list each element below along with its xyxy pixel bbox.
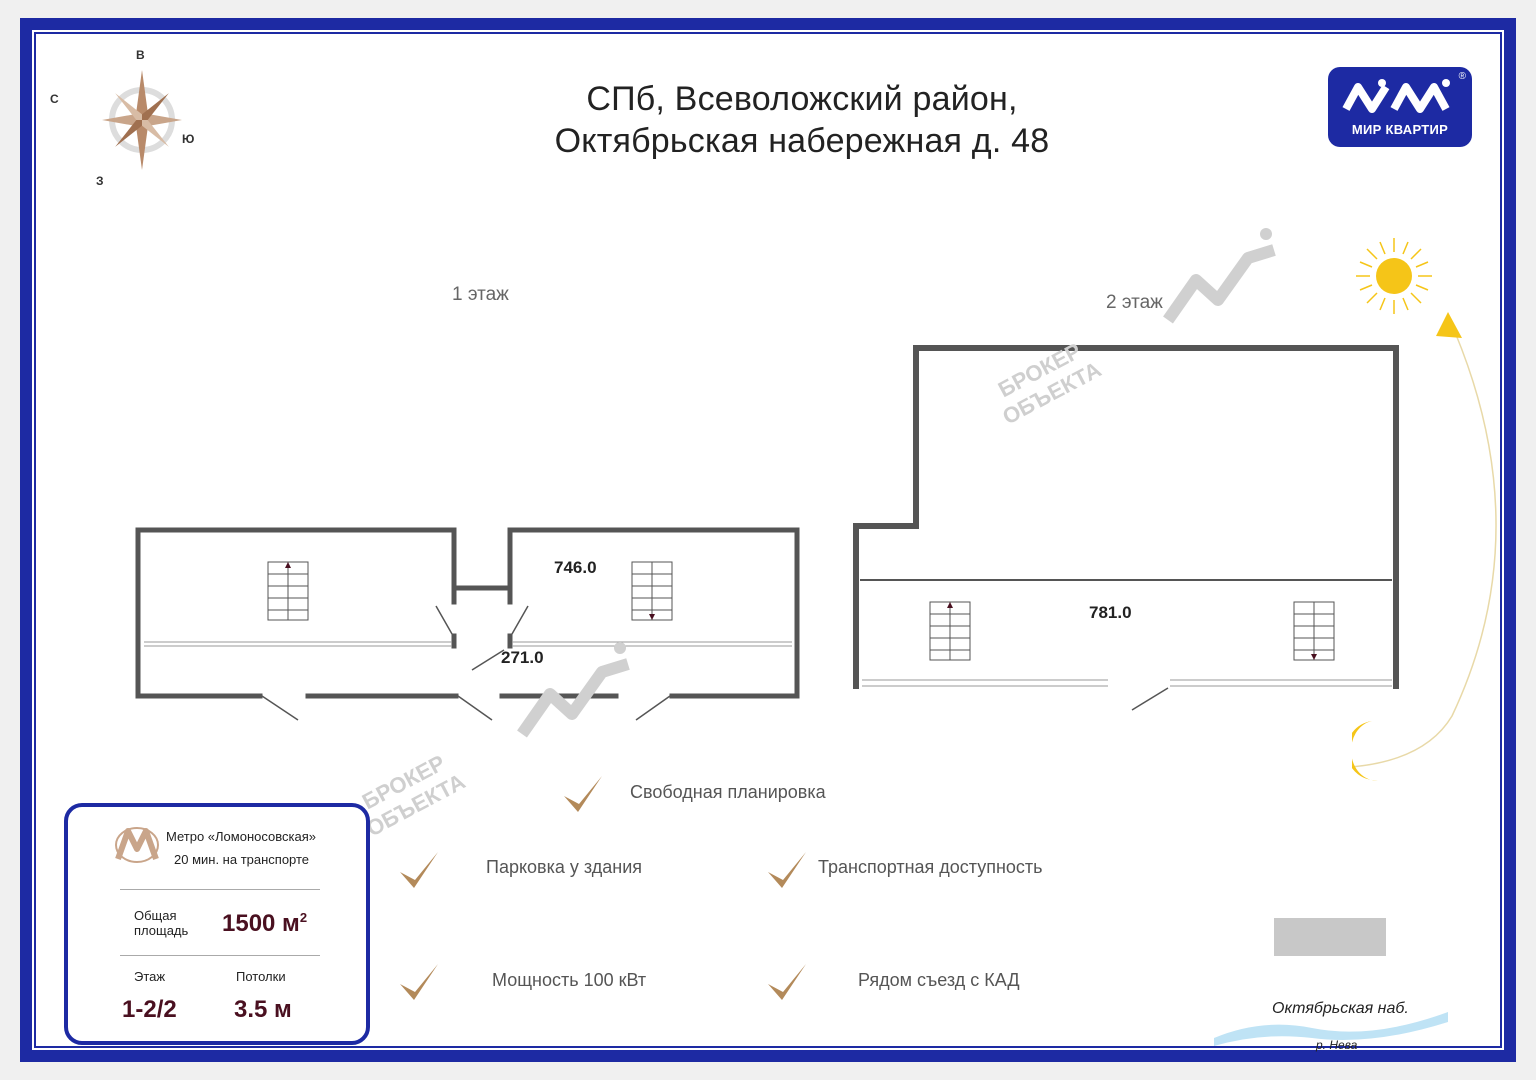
compass-rose-icon [102,70,182,170]
frame-border: СПб, Всеволожский район, Октябрьская наб… [20,18,1516,1062]
page-title: СПб, Всеволожский район, Октябрьская наб… [492,78,1112,162]
sun-moon-decoration [1352,238,1497,781]
moon-icon [1352,721,1380,781]
ceiling-label: Потолки [236,969,286,984]
title-line-1: СПб, Всеволожский район, [586,80,1018,118]
check-icon [564,776,602,812]
floor-2-label: 2 этаж [1106,292,1163,313]
watermark-logo-bottom-icon [517,642,630,738]
sun-icon [1356,238,1432,314]
floor-2-stair-right-icon [1293,601,1335,661]
floor-2-plan [853,345,1399,711]
check-icon [400,964,438,1000]
check-icon [768,964,806,1000]
floor-1-stair-right-icon [631,561,673,621]
check-icon [400,852,438,888]
floor-1-area-main: 746.0 [554,558,597,577]
brand-logo: ® МИР КВАРТИР [1328,67,1472,147]
feature-transport: Транспортная доступность [818,857,1043,877]
sun-arrow-icon [1436,312,1462,338]
info-card: Метро «Ломоносовская» 20 мин. на транспо… [64,803,370,1045]
floor-label: Этаж [134,969,166,984]
floor-1-area-hall: 271.0 [501,648,544,667]
metro-travel-time: 20 мин. на транспорте [174,852,310,867]
map-street-label: Октябрьская наб. [1272,1000,1409,1017]
feature-free-layout: Свободная планировка [630,782,826,802]
floor-1-stair-left-icon [267,561,309,621]
check-icon [768,852,806,888]
divider [120,955,320,956]
metro-icon [115,827,159,863]
floor-2-stair-left-icon [929,601,971,661]
feature-parking: Парковка у здания [486,857,643,877]
floor-1-plan [135,527,800,721]
compass-north-label: В [136,48,145,62]
compass-west-label: С [50,92,59,106]
title-line-2: Октябрьская набережная д. 48 [554,122,1050,160]
feature-kad-exit: Рядом съезд с КАД [858,970,1020,990]
ceiling-value: 3.5 м [234,996,292,1023]
floor-value: 1-2/2 [122,996,177,1023]
watermark-logo-top-icon [1163,228,1276,324]
compass-south-label: З [96,174,104,188]
divider [120,889,320,890]
floor-2-area: 781.0 [1089,603,1132,622]
total-area-value: 1500 м2 [222,910,308,937]
logo-mark-icon [1342,79,1450,113]
plan-sheet: СПб, Всеволожский район, Октябрьская наб… [32,30,1504,1052]
building-marker [1274,918,1386,956]
map-river-label: р. Нева [1316,1038,1358,1052]
metro-station: Метро «Ломоносовская» [166,829,316,844]
compass-east-label: Ю [182,132,195,146]
logo-registered-mark: ® [1458,71,1466,82]
river-shape [1214,1012,1448,1046]
floor-1-label: 1 этаж [452,284,509,305]
logo-text: МИР КВАРТИР [1351,122,1449,137]
feature-power: Мощность 100 кВт [492,970,647,990]
